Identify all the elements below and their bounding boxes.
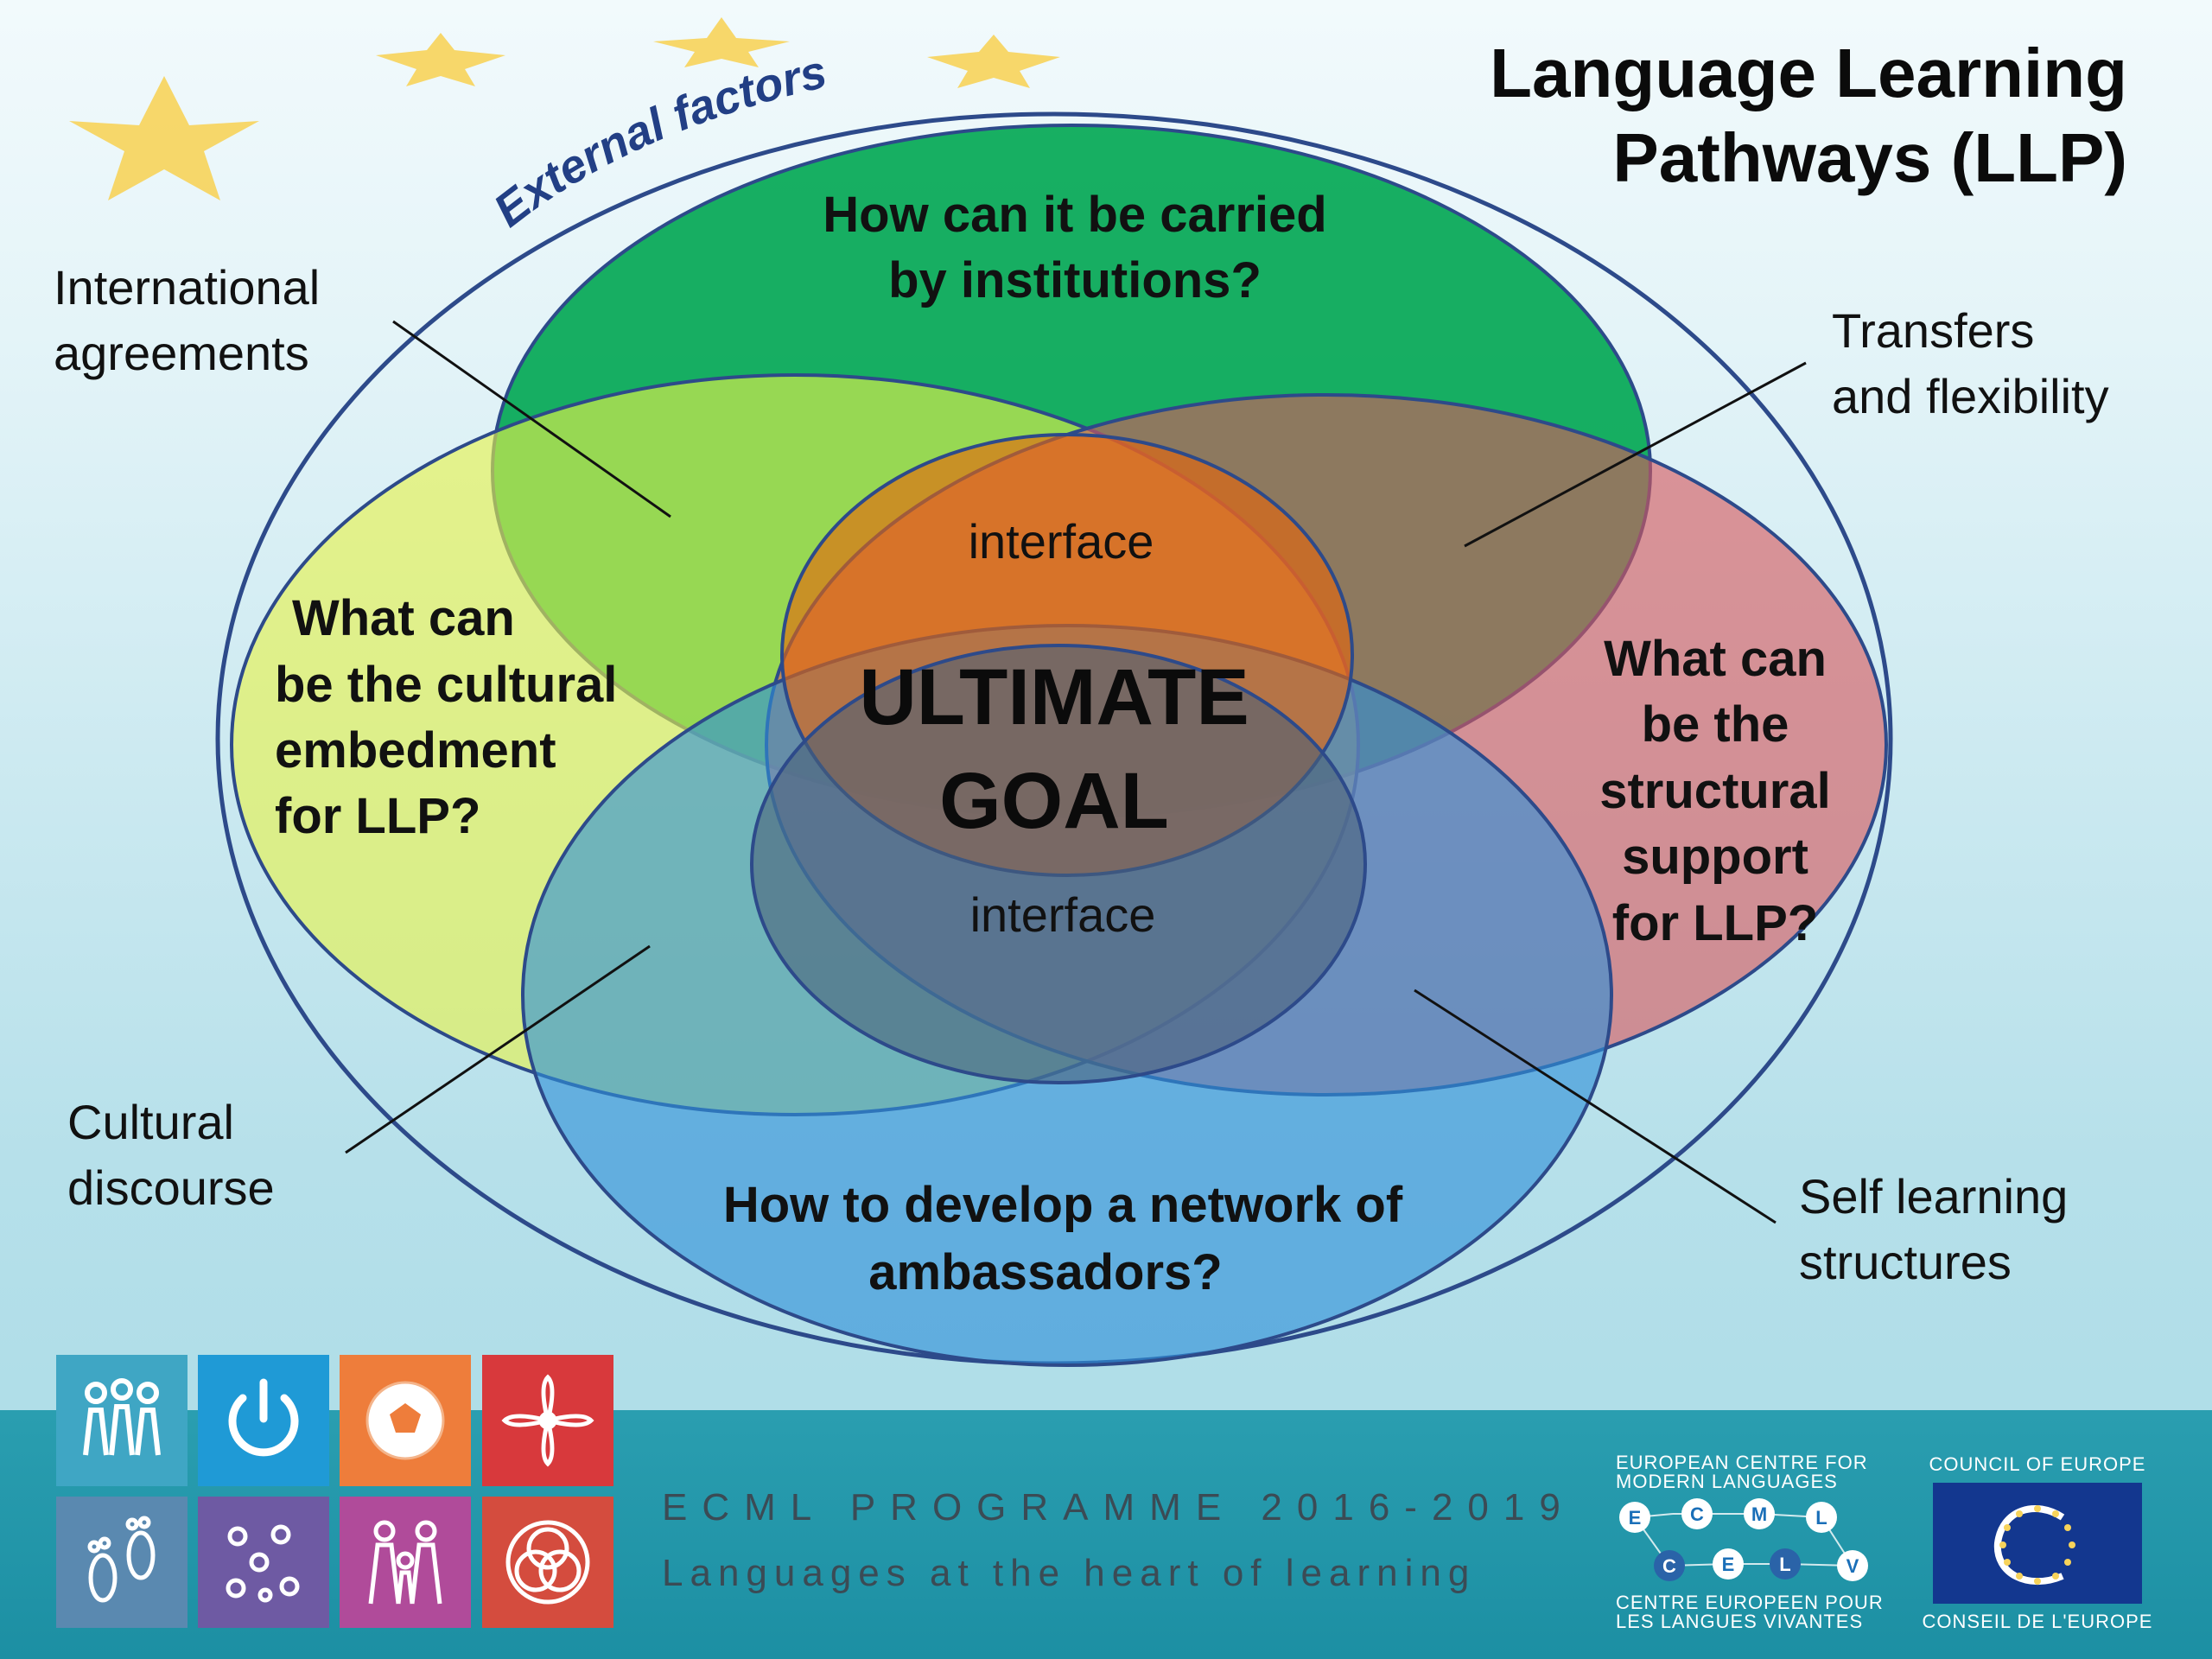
- callout-cultural-discourse-line2: discourse: [67, 1160, 275, 1215]
- interface-top-label: interface: [969, 514, 1154, 569]
- power-icon: [228, 1378, 299, 1457]
- structural-question-line4: support: [1622, 829, 1808, 885]
- ecml-letter: L: [1815, 1507, 1827, 1529]
- tile-footprints: [56, 1497, 188, 1628]
- tile-flower: [482, 1355, 613, 1486]
- star-icon: [653, 17, 790, 67]
- family-icon: [368, 1520, 442, 1605]
- star-icon: [69, 76, 259, 200]
- ultimate-goal-line1: ULTIMATE: [859, 653, 1249, 741]
- structural-question-line5: for LLP?: [1612, 895, 1818, 951]
- interface-bottom-label: interface: [970, 887, 1156, 942]
- flower-icon: [501, 1374, 594, 1467]
- stars-decoration: [69, 17, 1060, 200]
- tile-molecules: [198, 1497, 329, 1628]
- cultural-question-line1: What can: [292, 590, 515, 646]
- tile-family: [340, 1497, 471, 1628]
- tile-football: [340, 1355, 471, 1486]
- star-icon: [376, 33, 505, 86]
- tile-people: [56, 1355, 188, 1486]
- interface-bottom-ellipse: [750, 644, 1367, 1084]
- ecml-bottom-line2: LES LANGUES VIVANTES: [1616, 1611, 1864, 1632]
- structural-question-line3: structural: [1599, 763, 1831, 819]
- callout-international-line2: agreements: [54, 326, 309, 380]
- programme-tagline: Languages at the heart of learning: [662, 1552, 1477, 1594]
- ecml-letter: E: [1629, 1507, 1642, 1529]
- ecml-letter: C: [1690, 1503, 1704, 1525]
- ambassadors-question-line2: ambassadors?: [868, 1244, 1222, 1300]
- callout-cultural-discourse-line1: Cultural: [67, 1095, 234, 1149]
- slide-title-line2: Pathways (LLP): [1612, 119, 2127, 196]
- callout-self-learning-line1: Self learning: [1799, 1169, 2068, 1224]
- ecml-logo[interactable]: EUROPEAN CENTRE FOR MODERN LANGUAGES E C…: [1616, 1453, 1891, 1631]
- ecml-letter: L: [1779, 1554, 1790, 1575]
- callout-line-transfers: [1464, 361, 1807, 548]
- slide-title-line1: Language Learning: [1490, 35, 2127, 111]
- coe-top-text: COUNCIL OF EUROPE: [1929, 1453, 2146, 1475]
- cultural-question-line4: for LLP?: [275, 788, 480, 844]
- council-of-europe-logo[interactable]: COUNCIL OF EUROPE CONSEIL DE L'EUROPE: [1922, 1453, 2153, 1635]
- ecml-letter: C: [1662, 1555, 1676, 1577]
- cultural-question-line2: be the cultural: [275, 657, 617, 713]
- ecml-top-line1: EUROPEAN CENTRE FOR: [1616, 1452, 1868, 1473]
- ecml-top-line2: MODERN LANGUAGES: [1616, 1471, 1838, 1492]
- football-icon: [365, 1381, 445, 1460]
- callout-line-discourse: [345, 944, 651, 1154]
- institutions-question-line2: by institutions?: [888, 252, 1262, 308]
- ecml-letter: V: [1847, 1555, 1859, 1577]
- tile-rings: [482, 1497, 613, 1628]
- callout-line-selflearning: [1414, 988, 1777, 1224]
- ambassadors-question-line1: How to develop a network of: [723, 1177, 1403, 1233]
- programme-title: ECML PROGRAMME 2016-2019: [662, 1486, 1575, 1529]
- people-icon: [83, 1378, 161, 1456]
- callout-self-learning-line2: structures: [1799, 1235, 2012, 1289]
- ecml-letter: M: [1751, 1503, 1767, 1525]
- coe-flag-icon: [1933, 1483, 2142, 1604]
- structural-question-line2: be the: [1642, 696, 1789, 753]
- callout-transfers-line1: Transfers: [1832, 303, 2034, 358]
- tile-power: [198, 1355, 329, 1486]
- callout-line-agreements: [392, 320, 671, 518]
- institutions-question-line1: How can it be carried: [823, 187, 1326, 243]
- star-icon: [927, 35, 1060, 88]
- callout-international-line1: International: [54, 260, 320, 315]
- cultural-question-line3: embedment: [275, 722, 556, 779]
- ecml-bottom-line1: CENTRE EUROPEEN POUR: [1616, 1592, 1884, 1613]
- callout-transfers-line2: and flexibility: [1832, 369, 2109, 423]
- molecules-icon: [226, 1524, 300, 1603]
- ecml-letters-mark: E C M L C E L V: [1619, 1498, 1868, 1581]
- ultimate-goal-line2: GOAL: [939, 757, 1169, 845]
- rings-icon: [505, 1520, 590, 1605]
- ecml-letter: E: [1722, 1554, 1735, 1575]
- structural-question-line1: What can: [1604, 631, 1827, 687]
- footprints-icon: [87, 1516, 156, 1603]
- coe-bottom-text: CONSEIL DE L'EUROPE: [1922, 1611, 2153, 1632]
